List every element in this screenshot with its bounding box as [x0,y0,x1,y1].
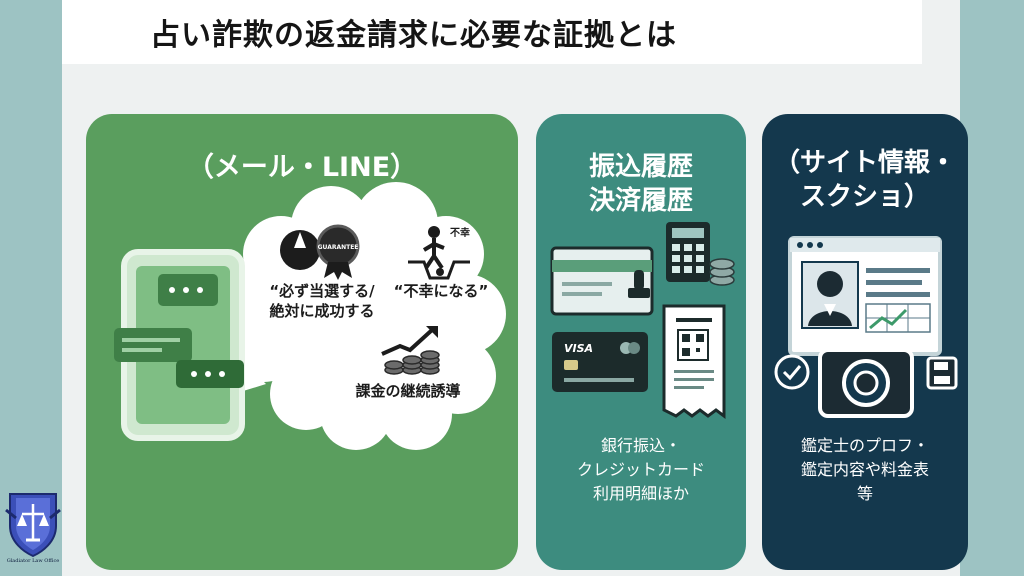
smartphone-chat-icon [114,182,506,450]
misfortune-label: 不幸 [450,226,470,239]
card-payment-caption: 銀行振込・ クレジットカード 利用明細ほか [576,436,705,503]
bank-card-receipt-icon: VISA [550,222,735,419]
misfortune-figure-icon: 不幸 [408,226,470,280]
card-mail-heading: （メール・LINE） [186,152,418,183]
bubble-guarantee-text: “必ず当選する/ 絶対に成功する [269,282,375,320]
card-payment-history: 振込履歴 決済履歴 VISA [536,114,746,570]
guarantee-badge-icon: GUARANTEE [280,224,360,280]
card-mail-line: （メール・LINE） [86,114,518,570]
guarantee-badge-label: GUARANTEE [318,244,359,251]
shield-scales-icon [5,493,61,558]
page-title: 占い詐欺の返金請求に必要な証拠とは [150,18,677,53]
card-site-caption: 鑑定士のプロフ・ 鑑定内容や料金表 等 [800,436,929,503]
firm-logo-text: Gladiator Law Office [6,558,60,564]
bubble-misfortune-text: “不幸になる” [393,282,489,300]
title-band: 占い詐欺の返金請求に必要な証拠とは [62,0,922,64]
coins-uptrend-icon [381,326,440,375]
card-brand-label: VISA [564,342,593,355]
card-site-heading: （サイト情報・ スクショ） [773,148,956,213]
firm-logo: Gladiator Law Office [2,490,64,570]
card-payment-heading: 振込履歴 決済履歴 [588,152,693,217]
profile-camera-icon [774,236,958,418]
card-site-info: （サイト情報・ スクショ） 鑑定士のプロフ・ 鑑定内容や料金表 等 [762,114,968,570]
bubble-billing-text: 課金の継続誘導 [355,382,461,400]
